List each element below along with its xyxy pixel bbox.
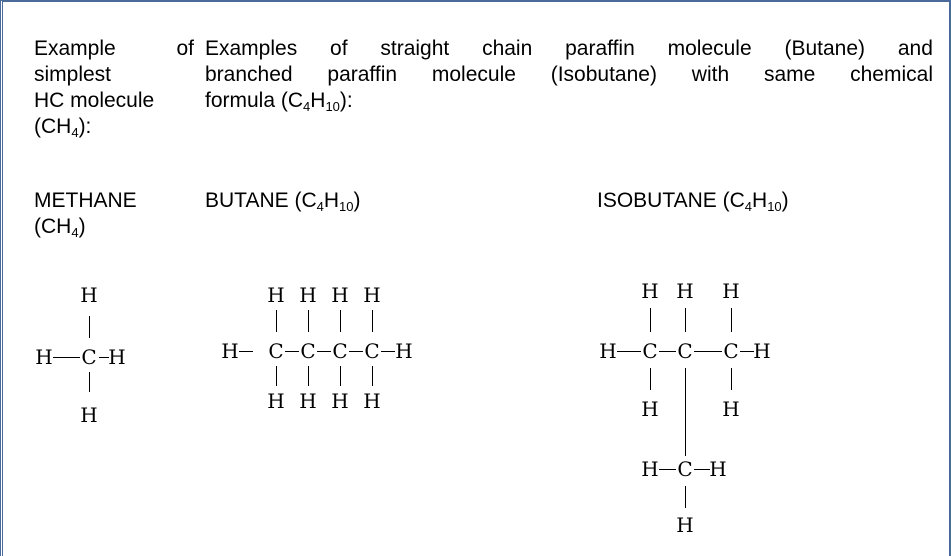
intro-left-text: Example of simplest HC molecule (CH4):	[34, 36, 194, 140]
hydrogen-atom: H	[299, 283, 317, 307]
single-bond	[731, 368, 732, 390]
intro-right-text: Examples of straight chain paraffin molecule (…	[205, 36, 933, 114]
single-bond	[617, 351, 641, 352]
intro-right-word: with	[691, 63, 730, 86]
intro-right-line-2: branched paraffin molecule (Isobutane) with s…	[205, 62, 933, 88]
carbon-atom: C	[677, 339, 693, 363]
isobutane-label: ISOBUTANE (C4H10)	[597, 189, 789, 214]
single-bond	[694, 469, 710, 470]
hydrogen-atom: H	[299, 389, 317, 413]
single-bond	[89, 316, 90, 338]
hydrogen-atom: H	[331, 283, 349, 307]
single-bond	[685, 486, 686, 508]
carbon-atom: C	[300, 339, 316, 363]
single-bond	[276, 310, 277, 332]
carbon-atom: C	[364, 339, 380, 363]
hydrogen-atom: H	[35, 345, 53, 369]
intro-right-word: same	[763, 63, 816, 86]
single-bond	[340, 366, 341, 386]
carbon-atom: C	[642, 339, 658, 363]
hydrogen-atom: H	[676, 513, 694, 537]
carbon-atom: C	[81, 345, 97, 369]
intro-right-word: molecule	[667, 37, 752, 60]
hydrogen-atom: H	[641, 397, 659, 421]
hydrogen-atom: H	[722, 397, 740, 421]
single-bond	[659, 469, 676, 470]
hydrogen-atom: H	[363, 389, 381, 413]
hydrogen-atom: H	[395, 339, 413, 363]
single-bond	[659, 351, 676, 352]
intro-left-line-4: (CH4):	[34, 115, 92, 140]
butane-label: BUTANE (C4H10)	[205, 189, 361, 214]
intro-right-line-3: formula (C4H10):	[205, 89, 353, 114]
carbon-atom: C	[677, 457, 693, 481]
single-bond	[89, 372, 90, 392]
hydrogen-atom: H	[108, 345, 126, 369]
intro-right-word: paraffin	[565, 37, 635, 60]
hydrogen-atom: H	[753, 339, 771, 363]
single-bond	[276, 366, 277, 386]
hydrogen-atom: H	[676, 279, 694, 303]
single-bond	[372, 310, 373, 332]
single-bond	[650, 308, 651, 332]
hydrogen-atom: H	[267, 283, 285, 307]
hydrogen-atom: H	[363, 283, 381, 307]
hydrogen-atom: H	[267, 389, 285, 413]
intro-right-word: straight	[380, 37, 450, 60]
intro-right-word: Examples	[205, 37, 298, 60]
single-bond	[308, 310, 309, 332]
intro-right-word: (Butane)	[784, 37, 866, 60]
intro-right-word: chemical	[850, 63, 933, 86]
single-bond	[372, 366, 373, 386]
intro-right-line-1: Examples of straight chain paraffin molecule (…	[205, 36, 933, 62]
hydrogen-atom: H	[709, 457, 727, 481]
single-bond	[317, 351, 331, 352]
single-bond	[650, 368, 651, 390]
single-bond	[53, 357, 80, 358]
hydrogen-atom: H	[722, 279, 740, 303]
carbon-atom: C	[268, 339, 284, 363]
intro-left-line-1: Example of	[34, 36, 194, 62]
methane-label: METHANE (CH4)	[34, 189, 137, 240]
single-bond	[381, 351, 395, 352]
single-bond	[349, 351, 363, 352]
hydrogen-atom: H	[80, 403, 98, 427]
intro-left-word: Example	[34, 37, 116, 60]
intro-left-line-2: simplest	[34, 63, 112, 86]
intro-left-line-3: HC molecule	[34, 89, 155, 112]
single-bond	[99, 357, 109, 358]
intro-right-word: branched	[205, 63, 293, 86]
carbon-atom: C	[332, 339, 348, 363]
single-bond	[685, 308, 686, 332]
hydrogen-atom: H	[221, 339, 239, 363]
single-bond	[340, 310, 341, 332]
hydrogen-atom: H	[641, 457, 659, 481]
intro-right-word: chain	[482, 37, 533, 60]
single-bond	[740, 351, 754, 352]
hydrogen-atom: H	[80, 283, 98, 307]
single-bond	[731, 308, 732, 332]
intro-right-word: (Isobutane)	[550, 63, 657, 86]
hydrogen-atom: H	[599, 339, 617, 363]
intro-right-word: paraffin	[327, 63, 398, 86]
intro-left-word: of	[176, 37, 194, 60]
carbon-atom: C	[723, 339, 739, 363]
intro-right-word: and	[897, 37, 933, 60]
hydrogen-atom: H	[641, 279, 659, 303]
single-bond	[239, 351, 253, 352]
single-bond	[685, 368, 686, 456]
intro-right-word: molecule	[431, 63, 516, 86]
intro-right-word: of	[330, 37, 348, 60]
single-bond	[285, 351, 299, 352]
single-bond	[694, 351, 722, 352]
single-bond	[308, 366, 309, 386]
hydrogen-atom: H	[331, 389, 349, 413]
